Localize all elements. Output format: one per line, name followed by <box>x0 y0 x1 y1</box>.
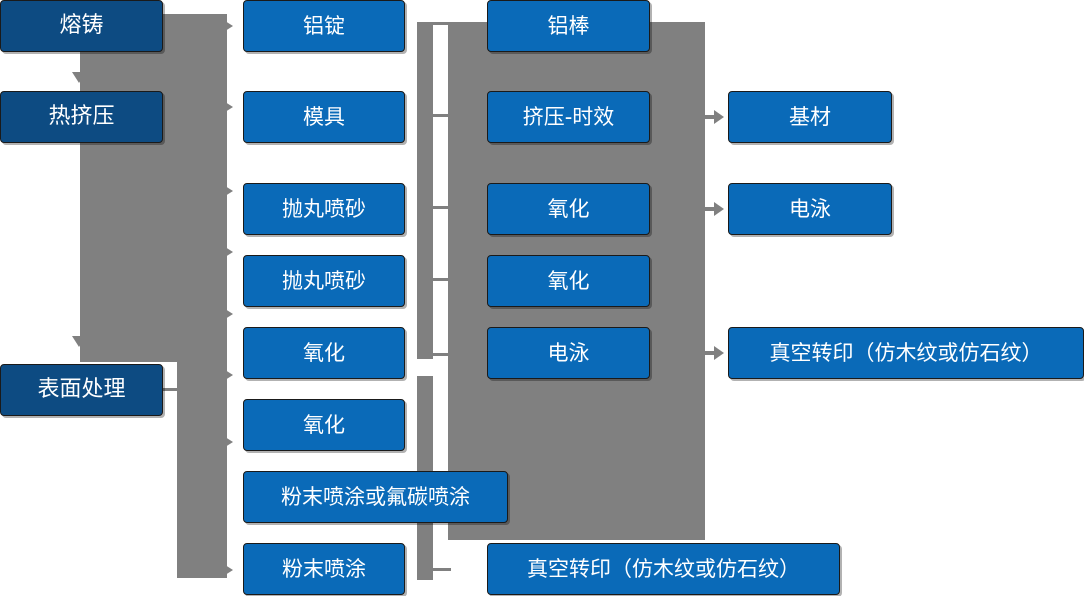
connector-rung-1 <box>431 22 451 25</box>
process-label-b2: 挤压-时效 <box>522 104 615 129</box>
output-label-c3: 真空转印（仿木纹或仿石纹） <box>769 340 1043 365</box>
process-label-b1: 铝棒 <box>547 13 590 38</box>
process-box-a7[interactable]: 粉末喷涂或氟碳喷涂 <box>243 471 508 523</box>
process-label-a2: 模具 <box>303 104 345 129</box>
connector-rung-5 <box>431 353 451 356</box>
process-box-a4[interactable]: 抛丸喷砂 <box>243 255 405 307</box>
stage-box-hot-extrusion[interactable]: 热挤压 <box>0 91 163 143</box>
stage-label-hot-extrusion: 热挤压 <box>48 104 115 129</box>
process-box-a2[interactable]: 模具 <box>243 91 405 143</box>
connector-rung-6 <box>431 568 451 571</box>
arrowhead-to-a4 <box>222 245 233 259</box>
process-label-a6: 氧化 <box>303 412 345 437</box>
arrowhead-down-to-extrude <box>72 72 86 83</box>
arrowhead-to-a8 <box>222 563 233 577</box>
process-box-a5[interactable]: 氧化 <box>243 327 405 379</box>
output-label-c1: 基材 <box>789 104 831 129</box>
process-label-a8: 粉末喷涂 <box>282 556 366 581</box>
arrow-to-c2 <box>701 202 725 216</box>
arrowhead-to-a7 <box>222 435 233 449</box>
arrow-to-c1 <box>701 110 725 124</box>
arrowhead-to-a3 <box>222 184 233 198</box>
connector-mid-rail-upper <box>417 22 433 359</box>
connector-rung-2 <box>431 114 451 117</box>
process-box-a8[interactable]: 粉末喷涂 <box>243 543 405 595</box>
output-box-c2[interactable]: 电泳 <box>728 183 892 235</box>
connector-left-trunk-wide <box>80 14 227 362</box>
stage-label-melting: 熔铸 <box>59 13 104 38</box>
output-box-c1[interactable]: 基材 <box>728 91 892 143</box>
process-label-a5: 氧化 <box>303 340 345 365</box>
arrowhead-down-to-surface <box>72 336 86 347</box>
process-label-b3: 氧化 <box>547 196 590 221</box>
process-label-a7: 粉末喷涂或氟碳喷涂 <box>281 484 470 509</box>
process-label-b6: 真空转印（仿木纹或仿石纹） <box>527 556 800 581</box>
process-label-a1: 铝锭 <box>303 13 345 38</box>
process-box-b5[interactable]: 电泳 <box>487 327 650 379</box>
process-label-b5: 电泳 <box>547 340 590 365</box>
arrowhead-to-a1 <box>222 19 233 33</box>
process-label-a3: 抛丸喷砂 <box>282 196 366 221</box>
arrow-to-c3 <box>701 346 725 360</box>
process-box-a6[interactable]: 氧化 <box>243 399 405 451</box>
connector-left-trunk-narrow <box>177 362 227 578</box>
process-label-b4: 氧化 <box>547 268 590 293</box>
stage-box-surface-treatment[interactable]: 表面处理 <box>0 364 163 416</box>
output-label-c2: 电泳 <box>789 196 831 221</box>
process-box-b2[interactable]: 挤压-时效 <box>487 91 650 143</box>
process-box-b6[interactable]: 真空转印（仿木纹或仿石纹） <box>487 543 840 595</box>
connector-rung-3 <box>431 206 451 209</box>
process-box-a1[interactable]: 铝锭 <box>243 0 405 52</box>
stage-box-melting[interactable]: 熔铸 <box>0 0 163 52</box>
output-box-c3[interactable]: 真空转印（仿木纹或仿石纹） <box>728 327 1084 379</box>
process-box-b1[interactable]: 铝棒 <box>487 0 650 52</box>
process-box-b4[interactable]: 氧化 <box>487 255 650 307</box>
arrowhead-to-a2 <box>222 100 233 114</box>
stage-label-surface-treatment: 表面处理 <box>37 377 126 402</box>
arrowhead-to-a5 <box>222 307 233 321</box>
process-box-a3[interactable]: 抛丸喷砂 <box>243 183 405 235</box>
process-box-b3[interactable]: 氧化 <box>487 183 650 235</box>
arrowhead-to-a6 <box>222 368 233 382</box>
process-label-a4: 抛丸喷砂 <box>282 268 366 293</box>
connector-surface-stub <box>163 388 185 391</box>
connector-rung-4 <box>431 278 451 281</box>
